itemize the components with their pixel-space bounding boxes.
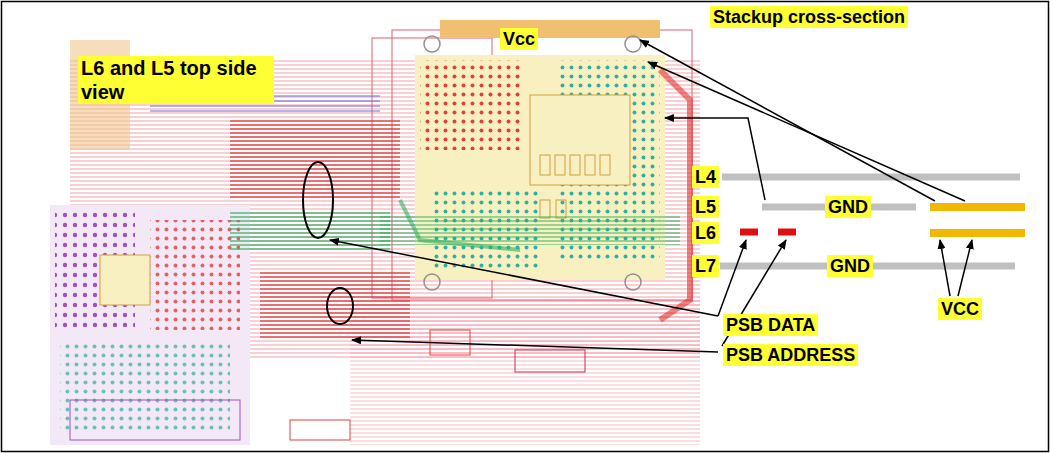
layer-name: L7 xyxy=(692,255,719,277)
view-title: L6 and L5 top side view xyxy=(78,56,274,104)
section-title: Stackup cross-section xyxy=(710,6,908,28)
signal-name: PSB DATA xyxy=(723,314,818,336)
layer-name: L6 xyxy=(692,222,719,244)
signal-name: PSB ADDRESS xyxy=(723,344,858,366)
net-name: GND xyxy=(825,196,871,218)
net-name: Vcc xyxy=(500,28,538,50)
net-name: VCC xyxy=(938,298,982,320)
net-name: GND xyxy=(827,255,873,277)
layer-name: L5 xyxy=(692,196,719,218)
layer-name: L4 xyxy=(692,166,719,188)
